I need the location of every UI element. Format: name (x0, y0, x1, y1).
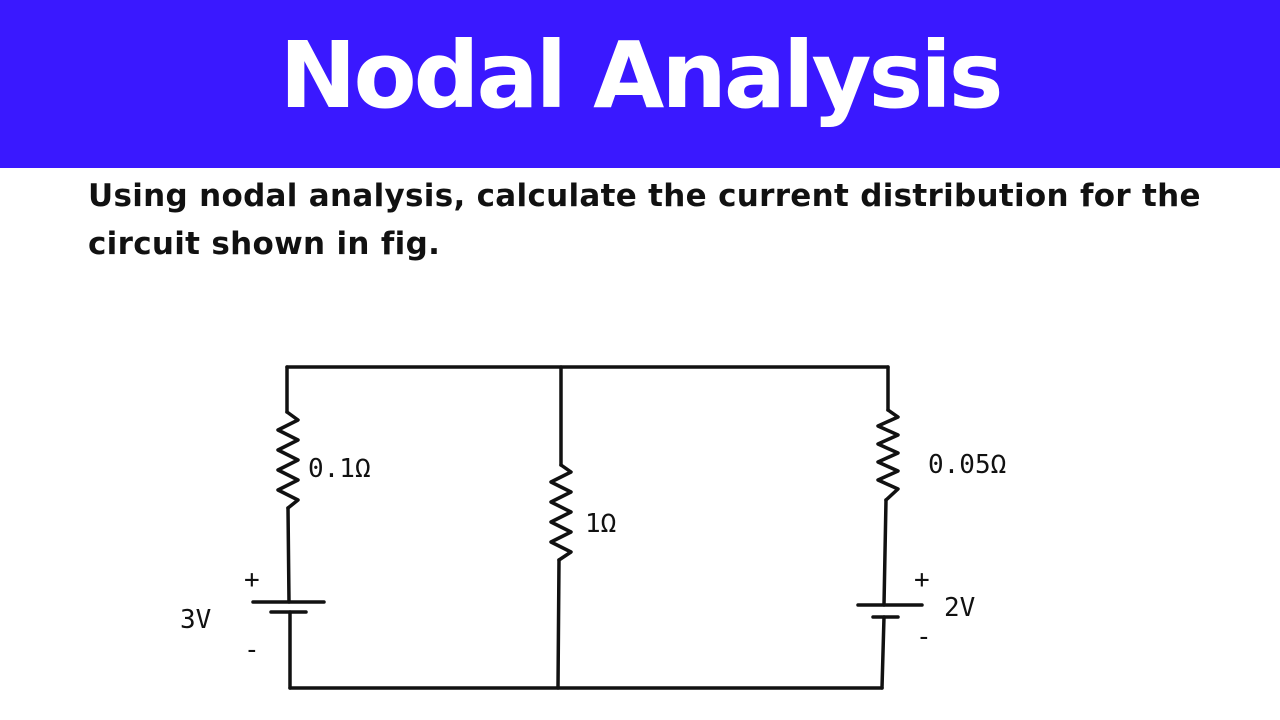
left-source-label: 3V (180, 605, 211, 635)
title-banner: Nodal Analysis (0, 0, 1280, 168)
middle-resistor (549, 463, 573, 562)
wires (285, 365, 890, 690)
right-minus-sign: - (916, 622, 932, 652)
left-plus-sign: + (244, 565, 260, 595)
problem-statement: Using nodal analysis, calculate the curr… (88, 178, 1201, 262)
right-branch-wire (880, 365, 890, 690)
right-source-label: 2V (944, 593, 975, 623)
page-title: Nodal Analysis (279, 22, 1003, 129)
middle-resistor-label: 1Ω (585, 509, 616, 539)
left-battery (251, 600, 326, 614)
right-resistor-label: 0.05Ω (928, 450, 1006, 480)
right-resistor (876, 408, 900, 502)
right-battery (856, 603, 924, 619)
left-branch-wire (285, 365, 292, 690)
left-resistor-label: 0.1Ω (308, 454, 371, 484)
middle-branch-wire (556, 365, 563, 690)
left-resistor (276, 410, 300, 510)
right-plus-sign: + (914, 565, 930, 595)
left-minus-sign: - (244, 635, 260, 665)
